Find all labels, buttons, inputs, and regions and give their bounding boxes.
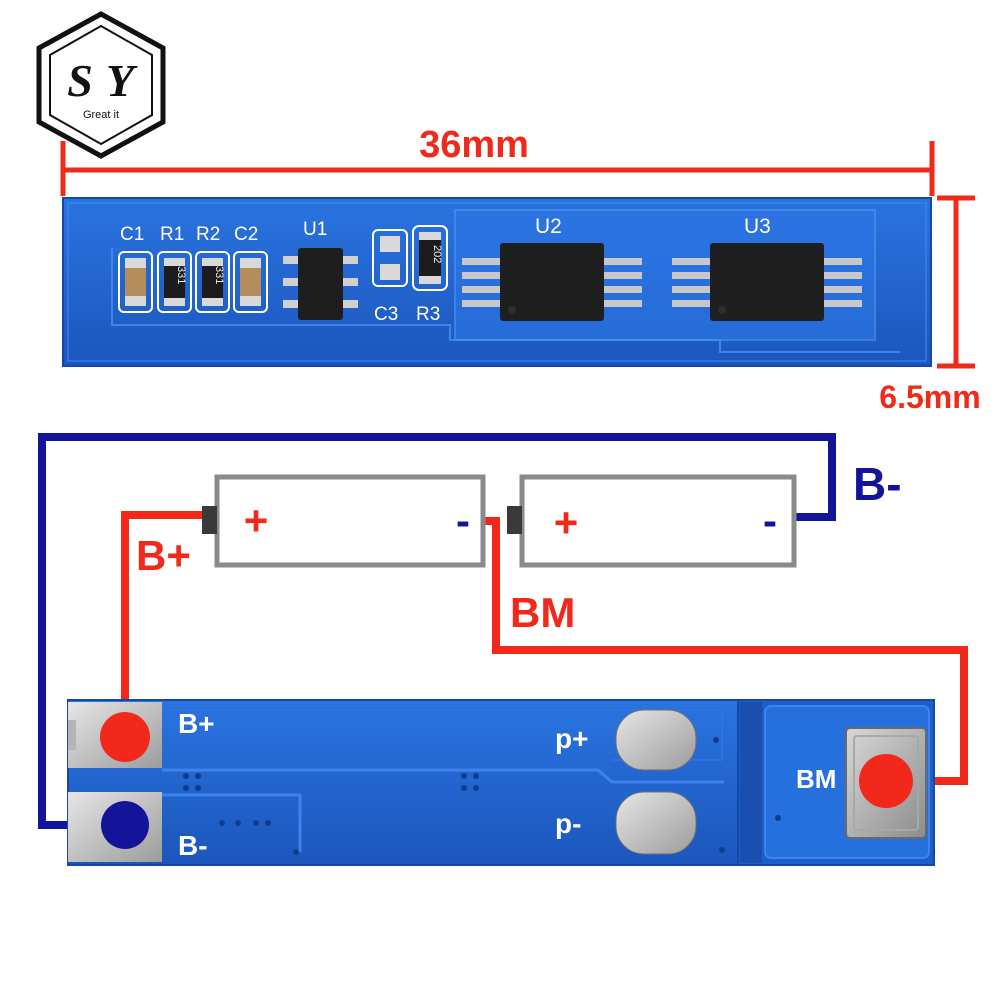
silk-r2: R2 — [196, 224, 220, 245]
logo-letter-s: S — [67, 55, 93, 106]
r3-code: 202 — [431, 245, 443, 263]
length-label: 36mm — [419, 124, 529, 166]
logo-hexagon-outer — [36, 11, 166, 159]
positive-wire — [121, 511, 205, 735]
silk-pad-bm: BM — [796, 764, 836, 794]
silk-pad-p-minus: p- — [555, 808, 581, 839]
wire-label-b-plus: B+ — [136, 532, 191, 579]
cell1-plus: + — [244, 497, 269, 544]
height-dimension: 6.5mm — [879, 195, 981, 415]
negative-wire — [38, 433, 836, 829]
silk-pad-p-plus: p+ — [555, 723, 588, 754]
capacitor-c1 — [118, 251, 153, 313]
resistor-r2: 331 — [195, 251, 230, 313]
silk-u1: U1 — [303, 219, 327, 240]
height-label: 6.5mm — [879, 379, 980, 415]
cell1-minus: - — [456, 497, 470, 544]
capacitor-c2 — [233, 251, 268, 313]
logo-tagline: Great it — [83, 109, 119, 121]
chip-u2 — [462, 243, 642, 321]
silk-c3: C3 — [374, 304, 398, 325]
r2-code: 331 — [213, 266, 225, 284]
pad-p-plus — [615, 709, 697, 771]
pad-p-minus — [615, 791, 697, 855]
logo-letter-y: Y — [106, 55, 138, 106]
bm-wire — [483, 517, 968, 785]
resistor-r1: 331 — [157, 251, 192, 313]
wire-label-b-minus: B- — [853, 458, 902, 510]
silk-pad-b-minus: B- — [178, 830, 208, 861]
cell2-minus: - — [763, 497, 777, 544]
chip-u1 — [283, 248, 358, 320]
resistor-r3: 202 — [412, 225, 448, 291]
bottom-pcb: B+ B- p+ p- BM — [67, 699, 935, 866]
bm-connection-dot — [859, 754, 913, 808]
silk-r3: R3 — [416, 304, 440, 325]
top-pcb: C1 R1 R2 C2 U1 C3 R3 U2 U3 331 — [62, 197, 932, 367]
capacitor-c3 — [372, 229, 408, 287]
silk-u2: U2 — [535, 215, 562, 238]
b-minus-connection-dot — [101, 801, 149, 849]
cell2-plus: + — [554, 499, 579, 546]
wire-label-bm: BM — [510, 589, 575, 636]
silk-c1: C1 — [120, 224, 144, 245]
silk-r1: R1 — [160, 224, 184, 245]
silk-c2: C2 — [234, 224, 258, 245]
b-plus-connection-dot — [100, 712, 150, 762]
via-group — [183, 737, 781, 855]
chip-u3 — [672, 243, 862, 321]
logo-hexagon-inner — [49, 24, 153, 146]
silk-u3: U3 — [744, 215, 771, 238]
battery-cell-2: + - — [507, 474, 797, 568]
silk-pad-b-plus: B+ — [178, 708, 215, 739]
r1-code: 331 — [175, 266, 187, 284]
battery-cell-1: + - — [202, 474, 486, 568]
length-dimension: 36mm — [60, 124, 935, 196]
brand-logo: S Y Great it — [36, 11, 166, 159]
